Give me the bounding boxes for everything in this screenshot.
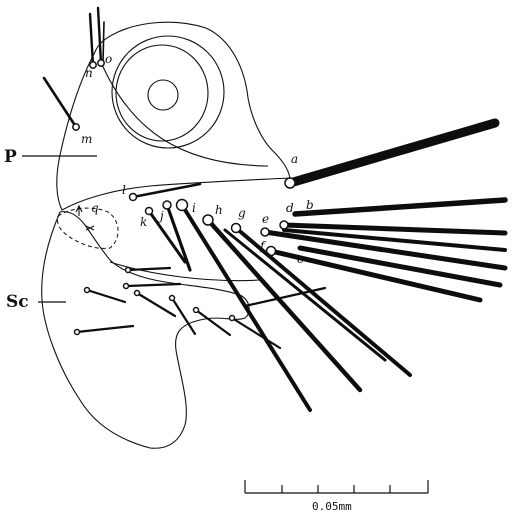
plate-p-inner-line	[100, 60, 268, 166]
label-p: P	[4, 147, 17, 167]
label-d: d	[286, 201, 294, 215]
sc-seta-9	[77, 326, 133, 332]
scale-bar-label: 0.05mm	[312, 500, 352, 513]
sc-socket-9	[75, 330, 80, 335]
seta-m	[44, 78, 76, 127]
socket-e	[261, 228, 269, 236]
label-l: l	[122, 183, 126, 197]
eye-lens	[148, 80, 178, 110]
socket-d	[280, 221, 288, 229]
label-i: i	[192, 201, 196, 215]
label-a: a	[291, 152, 298, 166]
arrow-q-up	[76, 206, 82, 216]
socket-j	[163, 201, 171, 209]
label-b: b	[306, 198, 314, 212]
socket-o	[98, 60, 104, 66]
label-n: n	[85, 66, 93, 80]
sc-seta-6	[196, 310, 230, 335]
eye-outer	[112, 36, 224, 148]
scale-bar: 0.05mm	[245, 480, 428, 513]
label-sc: Sc	[6, 292, 29, 312]
sc-socket-5	[170, 296, 175, 301]
socket-l	[130, 194, 137, 201]
seta-l	[133, 184, 200, 197]
label-e: e	[262, 212, 269, 226]
seta-o-2	[103, 22, 104, 62]
sc-socket-3	[85, 288, 90, 293]
sc-seta-2	[126, 284, 180, 286]
label-j: j	[157, 209, 164, 223]
seta-b	[295, 200, 505, 214]
seta-n	[90, 14, 93, 65]
sclerite-sc-outline	[42, 212, 249, 449]
label-q: q	[91, 201, 99, 215]
sc-socket-6	[194, 308, 199, 313]
eye-inner	[116, 45, 208, 141]
socket-m	[73, 124, 79, 130]
seta-o	[98, 8, 101, 63]
seta-h	[208, 220, 360, 390]
sclerite-sc-fold	[110, 262, 260, 281]
socket-i	[177, 200, 188, 211]
label-g: g	[238, 206, 246, 220]
label-h: h	[215, 203, 223, 217]
socket-a	[285, 178, 295, 188]
seta-a	[290, 123, 495, 183]
label-m: m	[81, 132, 92, 146]
sc-seta-3	[87, 290, 125, 302]
label-c: c	[297, 252, 304, 266]
socket-g	[232, 224, 241, 233]
label-k: k	[140, 215, 147, 229]
socket-h	[203, 215, 213, 225]
sc-socket-7	[230, 316, 235, 321]
sc-socket-4	[135, 291, 140, 296]
sc-socket-2	[124, 284, 129, 289]
socket-k	[146, 208, 153, 215]
label-o: o	[105, 52, 112, 66]
sc-socket-1	[126, 268, 131, 273]
